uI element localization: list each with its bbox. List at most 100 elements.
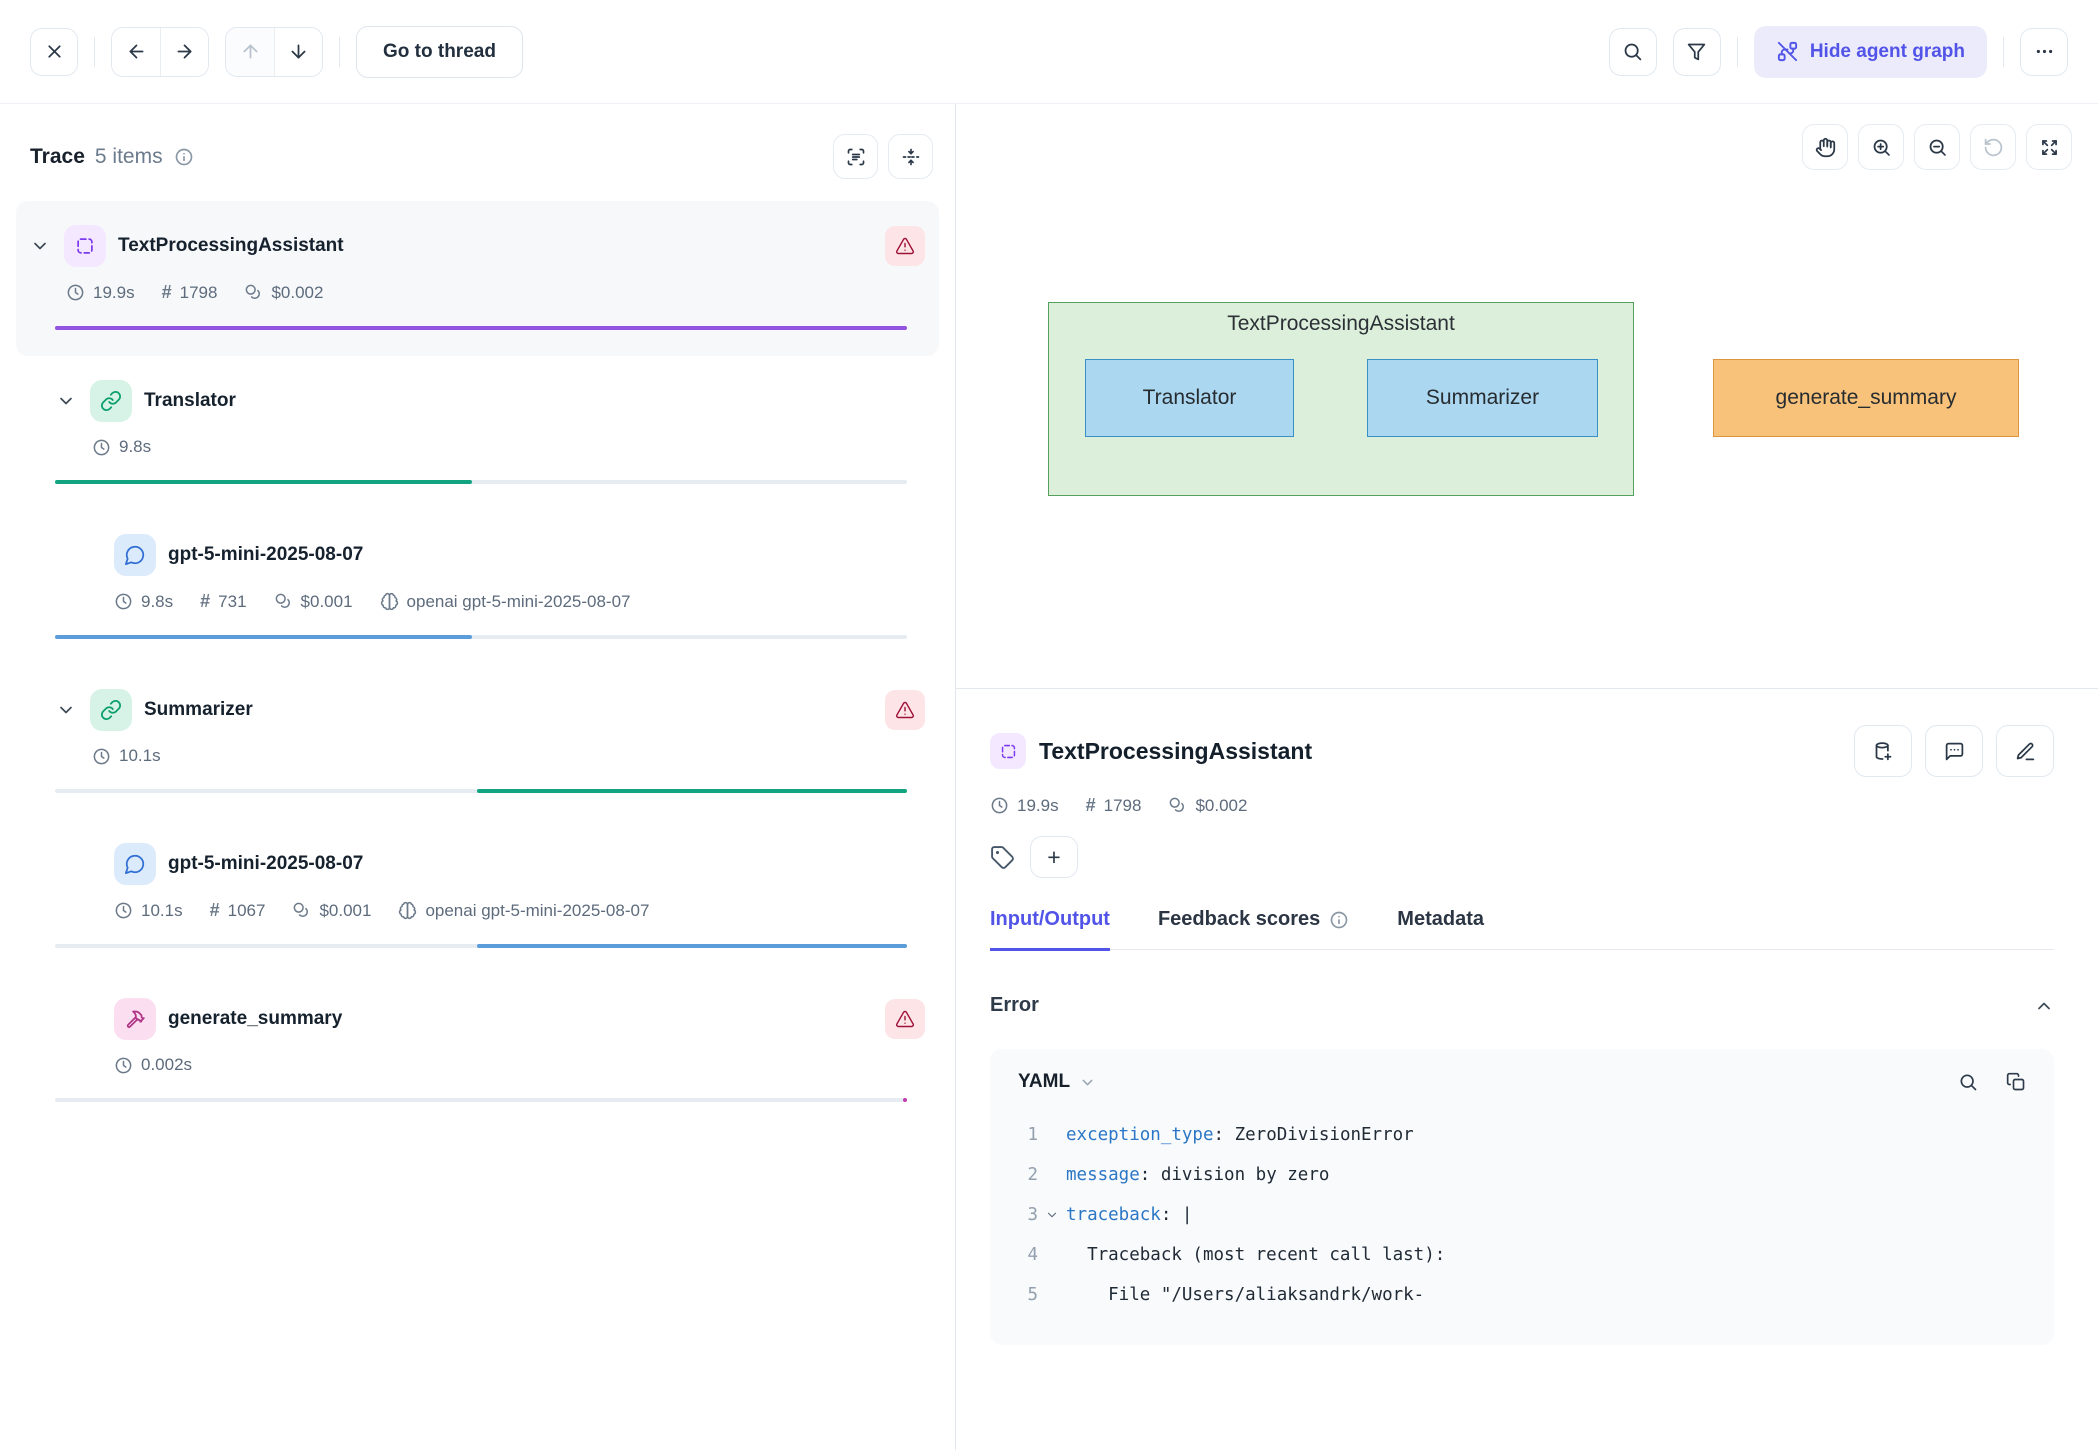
cost-chip: $0.001 (274, 592, 353, 612)
duration-chip: 10.1s (114, 901, 183, 921)
prev-span-button[interactable] (226, 27, 274, 76)
graph-node-label: generate_summary (1775, 386, 1957, 409)
timeline-bar (55, 789, 907, 793)
copy-icon[interactable] (2006, 1072, 2026, 1092)
filter-button[interactable] (1672, 27, 1721, 76)
next-trace-button[interactable] (160, 27, 208, 76)
coins-icon (294, 902, 309, 917)
clock-icon (67, 284, 84, 301)
prev-next-group (111, 26, 209, 77)
trace-row-summarizer[interactable]: Summarizer 10.1s (16, 665, 939, 819)
collapse-all-button[interactable] (888, 134, 933, 179)
llm-span-icon (114, 534, 156, 576)
fold-toggle[interactable] (1038, 1195, 1066, 1235)
comments-button[interactable] (1925, 725, 1983, 777)
edit-button[interactable] (1996, 725, 2054, 777)
hide-agent-graph-button[interactable]: Hide agent graph (1753, 25, 1987, 78)
fullscreen-button[interactable] (2026, 124, 2072, 170)
clock-icon (115, 1057, 132, 1073)
hash-icon: # (200, 591, 211, 611)
agent-graph: TextProcessingAssistant Translator Summa… (956, 104, 2098, 689)
span-name: Summarizer (144, 699, 253, 720)
llm-span-icon (114, 843, 156, 885)
duration-chip: 0.002s (114, 1055, 192, 1075)
database-plus-icon (1875, 741, 1891, 760)
format-select[interactable]: YAML (1018, 1071, 1096, 1093)
go-to-thread-button[interactable]: Go to thread (356, 25, 523, 78)
trace-item-count: 5 items (94, 144, 163, 168)
error-section-title: Error (990, 994, 1039, 1016)
trace-row-llm-translator[interactable]: gpt-5-mini-2025-08-07 9.8s #731 $0.001 o… (16, 510, 939, 665)
add-tag-button[interactable]: + (1030, 836, 1078, 878)
reset-view-button[interactable] (1970, 124, 2016, 170)
tool-span-icon (114, 998, 156, 1040)
focus-span-button[interactable] (833, 134, 878, 179)
graph-node-label: Translator (1142, 386, 1237, 409)
graph-node-generate-summary[interactable]: generate_summary (1713, 359, 2019, 437)
span-name: gpt-5-mini-2025-08-07 (168, 853, 364, 874)
graph-edges (956, 104, 1256, 254)
detail-pane: TextProcessingAssistant Translator Summa… (956, 104, 2098, 1450)
span-name: TextProcessingAssistant (118, 235, 344, 256)
search-in-code-icon[interactable] (1958, 1072, 1978, 1092)
info-icon (1330, 911, 1348, 928)
provider-chip: openai gpt-5-mini-2025-08-07 (398, 901, 649, 921)
more-actions-button[interactable] (2020, 27, 2068, 76)
graph-node-label: Summarizer (1425, 386, 1540, 409)
alert-triangle-icon (895, 237, 915, 255)
trace-row-translator[interactable]: Translator 9.8s (16, 356, 939, 510)
arrow-up-icon (243, 44, 257, 59)
trace-row-textprocessingassistant[interactable]: TextProcessingAssistant 19.9s #1798 $0.0… (16, 201, 939, 356)
collapse-chevron[interactable] (56, 391, 78, 411)
chain-span-icon (90, 689, 132, 731)
tokens-chip: #1798 (1085, 795, 1142, 815)
trace-row-generate-summary[interactable]: generate_summary 0.002s (16, 974, 939, 1128)
span-name: generate_summary (168, 1008, 343, 1029)
duration-chip: 10.1s (92, 746, 161, 766)
tab-feedback-scores[interactable]: Feedback scores (1158, 908, 1349, 951)
graph-node-translator[interactable]: Translator (1085, 359, 1294, 437)
close-button[interactable] (30, 27, 78, 76)
next-span-button[interactable] (274, 27, 322, 76)
tab-metadata[interactable]: Metadata (1397, 908, 1484, 930)
provider-chip: openai gpt-5-mini-2025-08-07 (380, 592, 631, 612)
duration-chip: 19.9s (66, 283, 135, 303)
rotate-ccw-icon (1984, 138, 2002, 156)
top-toolbar: Go to thread Hide agent graph (0, 0, 2098, 104)
zoom-out-button[interactable] (1914, 124, 1960, 170)
zoom-in-button[interactable] (1858, 124, 1904, 170)
coins-icon (246, 284, 261, 299)
collapse-section-button[interactable] (2034, 996, 2054, 1016)
collapse-chevron[interactable] (56, 700, 78, 720)
hide-agent-graph-label: Hide agent graph (1809, 40, 1965, 62)
chevron-up-icon (2038, 1002, 2050, 1009)
info-icon[interactable] (174, 147, 194, 167)
cost-chip: $0.002 (1168, 796, 1247, 816)
detail-tabs: Input/Output Feedback scores Metadata (990, 908, 2054, 951)
clock-icon (115, 593, 132, 610)
pan-button[interactable] (1802, 124, 1848, 170)
clock-icon (115, 902, 132, 919)
timeline-bar (55, 635, 907, 639)
search-button[interactable] (1608, 27, 1657, 76)
hash-icon: # (1085, 795, 1096, 815)
add-to-dataset-button[interactable] (1854, 725, 1912, 777)
trace-row-llm-summarizer[interactable]: gpt-5-mini-2025-08-07 10.1s #1067 $0.001… (16, 819, 939, 974)
graph-node-summarizer[interactable]: Summarizer (1367, 359, 1598, 437)
collapse-chevron[interactable] (30, 236, 52, 256)
tab-input-output[interactable]: Input/Output (990, 908, 1110, 951)
agent-span-icon (990, 733, 1026, 769)
span-name: Translator (144, 390, 236, 411)
coins-icon (275, 593, 290, 608)
error-badge (885, 226, 925, 266)
timeline-bar (55, 326, 907, 330)
prev-trace-button[interactable] (112, 27, 160, 76)
hand-icon (1815, 137, 1835, 157)
clock-icon (991, 797, 1008, 814)
error-badge (885, 999, 925, 1039)
hash-icon: # (161, 282, 172, 302)
close-icon (47, 45, 61, 58)
